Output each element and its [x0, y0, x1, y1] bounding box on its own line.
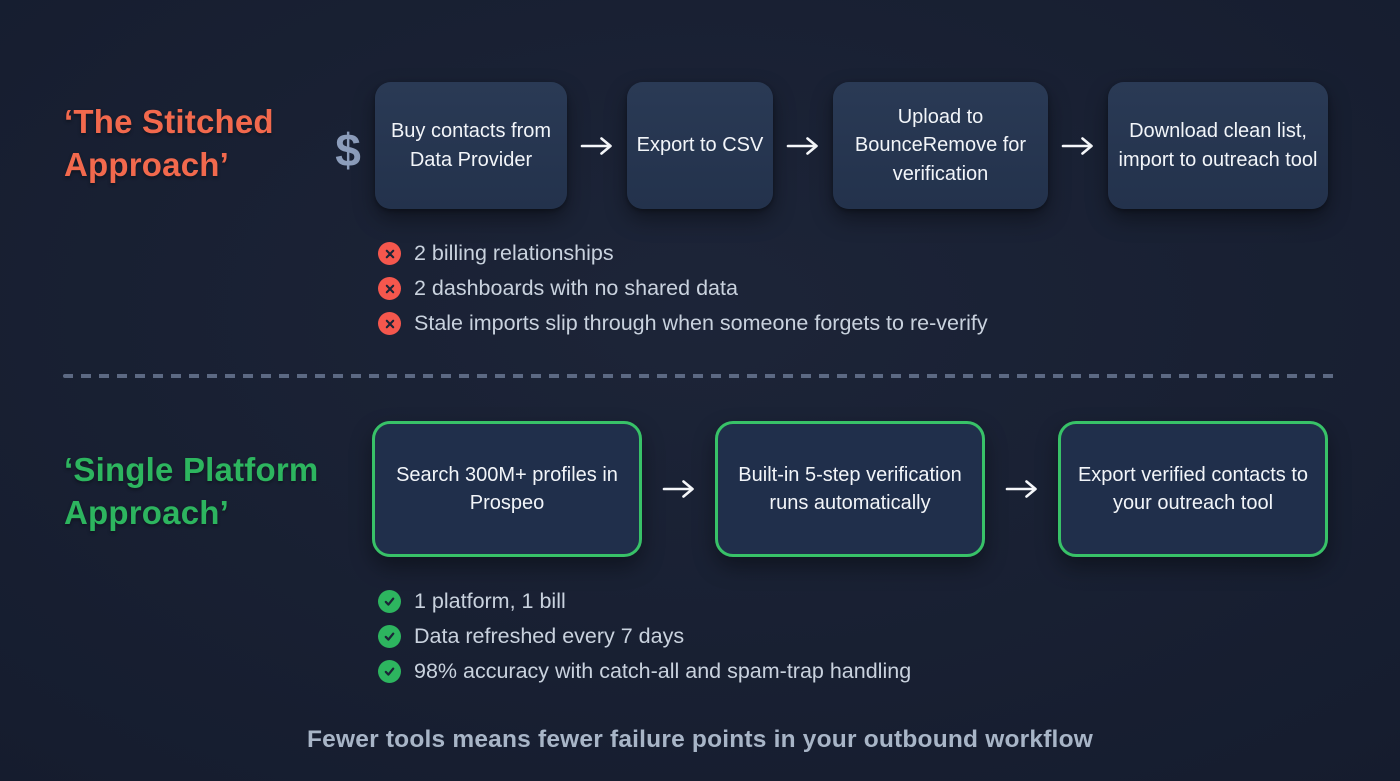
- list-item: Stale imports slip through when someone …: [378, 306, 988, 341]
- arrow-right-icon: [567, 82, 627, 209]
- arrow-right-icon: [1048, 82, 1108, 209]
- flow-step-label: Export verified contacts to your outreac…: [1077, 463, 1309, 515]
- single-platform-flow: Search 300M+ profiles in Prospeo Built-i…: [372, 421, 1328, 557]
- pro-text: 98% accuracy with catch-all and spam-tra…: [414, 659, 912, 683]
- flow-step-label: Download clean list, import to outreach …: [1118, 120, 1318, 171]
- arrow-right-icon: [985, 421, 1058, 557]
- flow-step-label: Upload to BounceRemove for verification: [854, 105, 1027, 185]
- con-text: 2 dashboards with no shared data: [414, 276, 738, 300]
- flow-step-search-profiles: Search 300M+ profiles in Prospeo: [372, 421, 642, 557]
- arrow-right-icon: [642, 421, 715, 557]
- stitched-cons-list: 2 billing relationships 2 dashboards wit…: [378, 236, 988, 341]
- list-item: Data refreshed every 7 days: [378, 619, 911, 654]
- arrow-right-icon: [773, 82, 833, 209]
- section-divider: [63, 374, 1337, 378]
- flow-step-export-csv: Export to CSV: [627, 82, 773, 209]
- single-pros-list: 1 platform, 1 bill Data refreshed every …: [378, 584, 911, 689]
- list-item: 98% accuracy with catch-all and spam-tra…: [378, 654, 911, 689]
- flow-step-buy-contacts: Buy contacts from Data Provider: [375, 82, 567, 209]
- flow-step-download-import: Download clean list, import to outreach …: [1108, 82, 1328, 209]
- pro-text: 1 platform, 1 bill: [414, 589, 566, 613]
- stitched-flow: Buy contacts from Data Provider Export t…: [375, 82, 1328, 209]
- flow-step-builtin-verification: Built-in 5-step verification runs automa…: [715, 421, 985, 557]
- list-item: 1 platform, 1 bill: [378, 584, 911, 619]
- check-circle-icon: [378, 660, 401, 683]
- check-circle-icon: [378, 590, 401, 613]
- x-circle-icon: [378, 277, 401, 300]
- stitched-approach-title: ‘The Stitched Approach’: [64, 103, 274, 183]
- con-text: Stale imports slip through when someone …: [414, 311, 988, 335]
- flow-step-label: Export to CSV: [636, 134, 764, 157]
- pro-text: Data refreshed every 7 days: [414, 624, 685, 648]
- tagline: Fewer tools means fewer failure points i…: [307, 726, 1093, 753]
- list-item: 2 dashboards with no shared data: [378, 271, 988, 306]
- flow-step-label: Buy contacts from Data Provider: [390, 120, 552, 171]
- single-platform-title: ‘Single Platform Approach’: [64, 451, 319, 531]
- flow-step-label: Built-in 5-step verification runs automa…: [738, 463, 962, 515]
- flow-step-export-verified: Export verified contacts to your outreac…: [1058, 421, 1328, 557]
- con-text: 2 billing relationships: [414, 241, 614, 265]
- flow-step-upload-verification: Upload to BounceRemove for verification: [833, 82, 1048, 209]
- dollar-icon: $: [335, 124, 361, 176]
- flow-step-label: Search 300M+ profiles in Prospeo: [396, 463, 618, 515]
- list-item: 2 billing relationships: [378, 236, 988, 271]
- check-circle-icon: [378, 625, 401, 648]
- x-circle-icon: [378, 312, 401, 335]
- x-circle-icon: [378, 242, 401, 265]
